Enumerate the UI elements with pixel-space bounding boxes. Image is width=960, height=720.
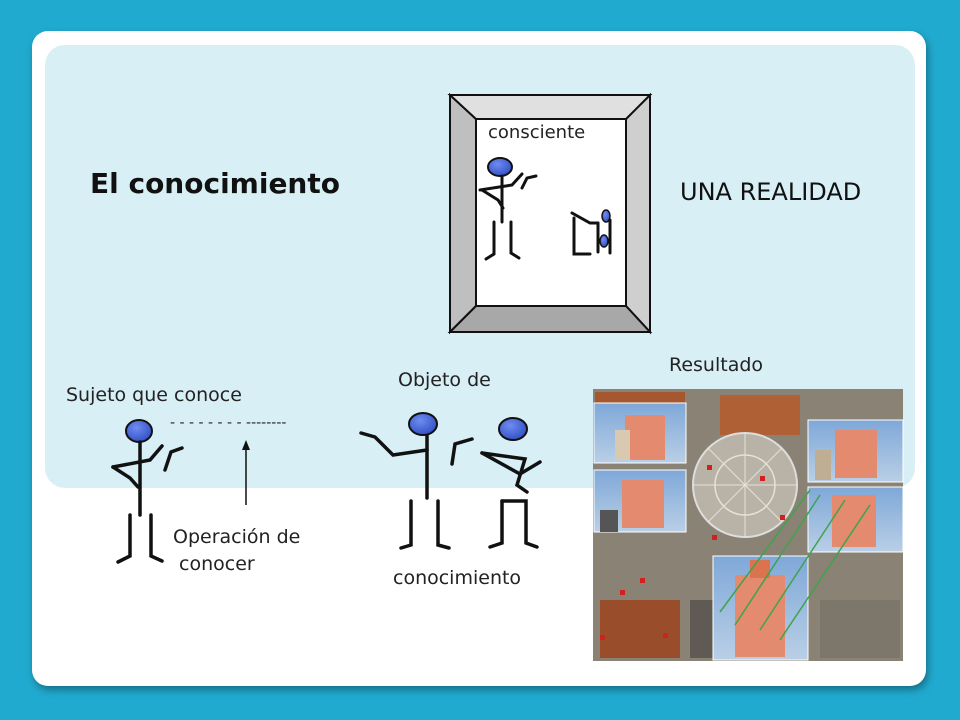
result-label: Resultado: [669, 354, 764, 376]
frame-stick-figure: [478, 157, 538, 261]
inset-photo: [593, 402, 687, 464]
bending-stick-figure: [480, 417, 542, 549]
inset-photo: [807, 419, 904, 483]
object-label-bottom: conocimiento: [393, 567, 522, 589]
inset-photo: [593, 469, 687, 533]
object-stick-figure: [359, 412, 474, 550]
subject-stick-figure: [111, 419, 184, 564]
reality-label: UNA REALIDAD: [680, 178, 862, 206]
object-label-top: Objeto de: [398, 369, 491, 391]
frame-seated-figure: [570, 209, 612, 256]
page-title: El conocimiento: [90, 167, 340, 200]
aerial-photo-collage: [593, 389, 904, 661]
inset-photo: [807, 486, 904, 553]
arrow-up-icon: [242, 440, 250, 505]
operation-label: Operación de conocer: [173, 526, 301, 575]
inset-photo: [712, 555, 809, 661]
subject-label: Sujeto que conoce: [66, 384, 242, 406]
frame-label: consciente: [488, 122, 586, 143]
dashed-connector: - - - - - - - - --------: [170, 415, 287, 431]
room-frame: [447, 92, 653, 335]
